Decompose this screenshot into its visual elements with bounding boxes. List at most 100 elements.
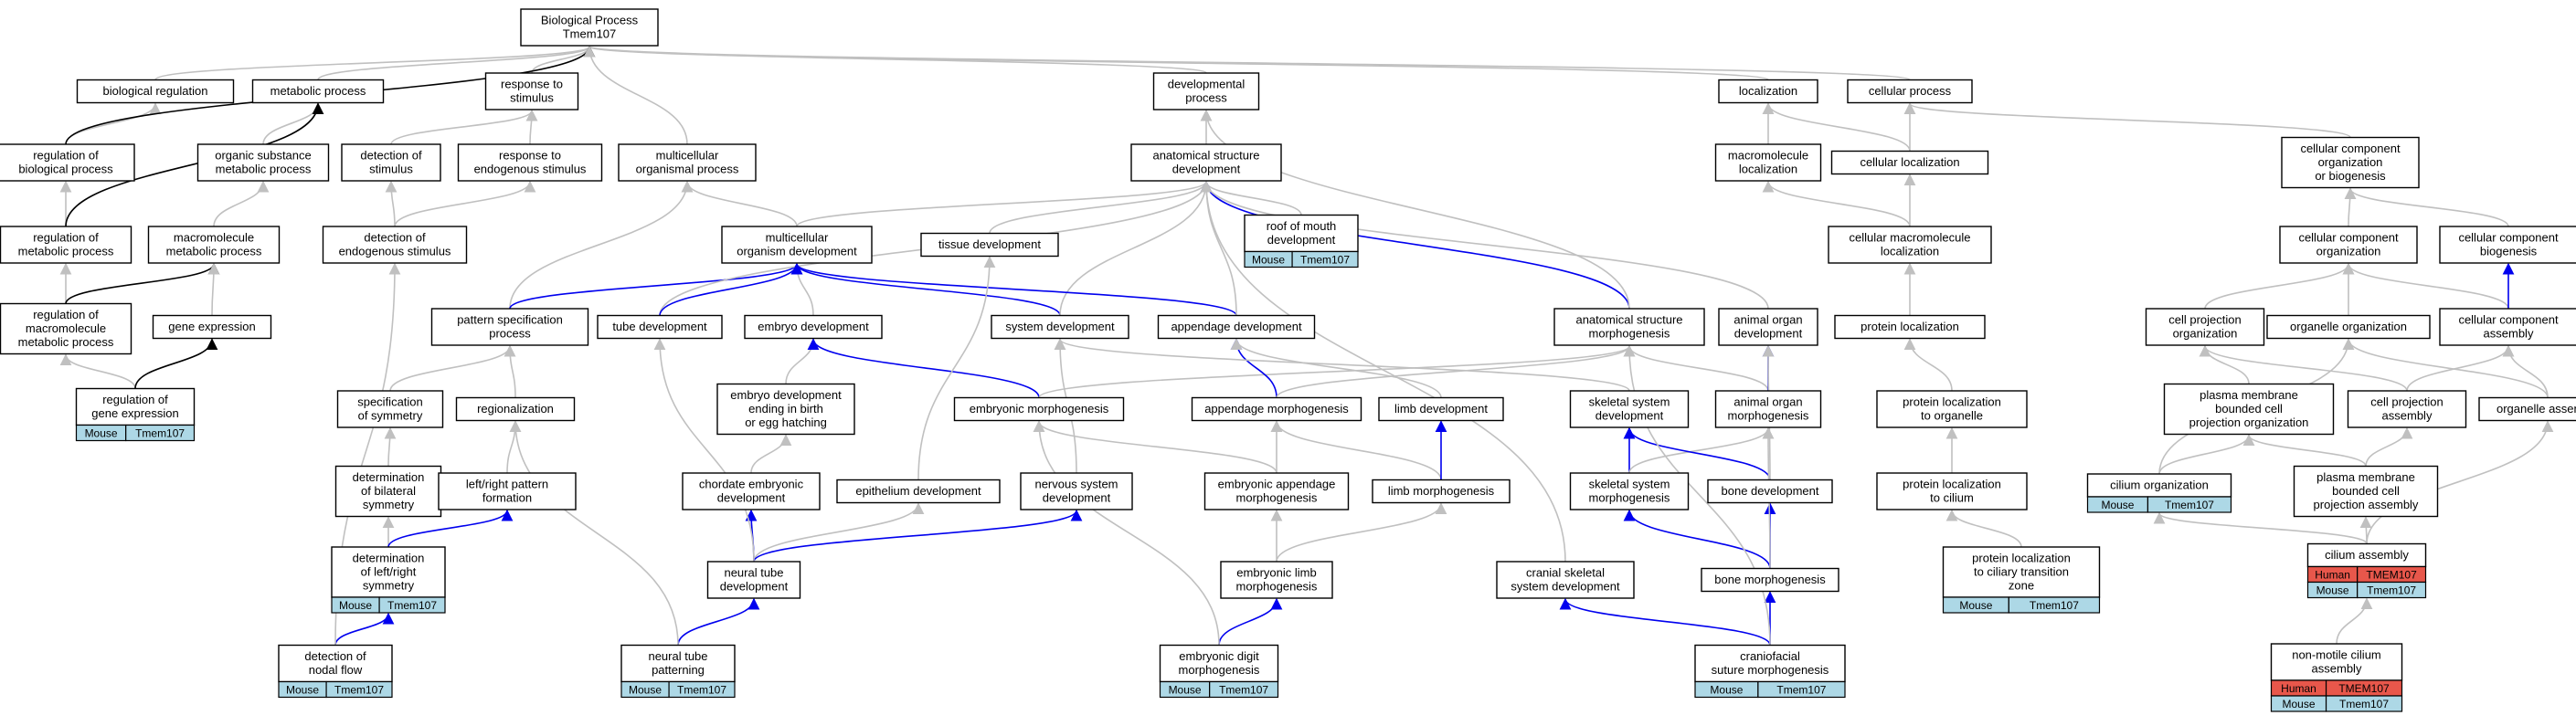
node-label: cell projection bbox=[2370, 395, 2443, 409]
node-organorg[interactable]: organelle organization bbox=[2266, 314, 2431, 340]
node-embryodev[interactable]: embryo development bbox=[744, 314, 883, 340]
node-label: animal organ bbox=[1733, 313, 1802, 327]
node-label: limb development bbox=[1394, 402, 1488, 416]
node-label: embryonic digit bbox=[1179, 649, 1259, 663]
node-cellloc[interactable]: cellular localization bbox=[1830, 150, 1989, 175]
node-appmorph[interactable]: appendage morphogenesis bbox=[1191, 396, 1362, 422]
edge-ciliumassem-to-ciliumorg bbox=[2153, 511, 2368, 545]
node-label: multicellular bbox=[766, 231, 829, 245]
edge-cellproc-to-bp bbox=[584, 45, 1911, 81]
node-organassem[interactable]: organelle assembly bbox=[2478, 396, 2576, 422]
node-appdev[interactable]: appendage development bbox=[1157, 314, 1316, 340]
node-label: morphogenesis bbox=[1179, 663, 1260, 677]
edge-limbdev-to-appdev bbox=[1230, 338, 1442, 398]
node-embmorph[interactable]: embryonic morphogenesis bbox=[953, 396, 1125, 422]
node-tissuedev[interactable]: tissue development bbox=[920, 232, 1059, 258]
node-bonemorph[interactable]: bone morphogenesis bbox=[1701, 567, 1839, 593]
node-cellproc[interactable]: cellular process bbox=[1847, 79, 1973, 104]
node-limbmorph[interactable]: limb morphogenesis bbox=[1372, 479, 1511, 504]
node-tubedev[interactable]: tube development bbox=[597, 314, 723, 340]
node-limbdev[interactable]: limb development bbox=[1378, 396, 1504, 422]
node-label: stimulus bbox=[369, 163, 413, 176]
node-box bbox=[2439, 308, 2576, 346]
edge-tissuedev-to-anatdev bbox=[989, 180, 1213, 234]
node-box bbox=[457, 143, 603, 182]
node-label: nervous system bbox=[1034, 478, 1118, 491]
node-label: cilium assembly bbox=[2325, 548, 2409, 562]
node-epidev[interactable]: epithelium development bbox=[836, 479, 1001, 504]
edge-lrpattern-to-regionaliz bbox=[506, 420, 522, 474]
node-local[interactable]: localization bbox=[1718, 79, 1818, 104]
node-label: localization bbox=[1739, 84, 1797, 98]
node-label: biological process bbox=[18, 163, 113, 176]
node-protloc[interactable]: protein localization bbox=[1834, 314, 1986, 340]
node-label: organic substance bbox=[215, 149, 312, 163]
node-bioreg[interactable]: biological regulation bbox=[76, 79, 235, 104]
node-geneexp[interactable]: gene expression bbox=[152, 314, 272, 340]
edge-anatmorph-to-anatdev bbox=[1200, 180, 1630, 310]
node-regionaliz[interactable]: regionalization bbox=[455, 396, 576, 422]
node-bonedev[interactable]: bone development bbox=[1707, 479, 1833, 504]
edge-animorgmorph-to-anatmorph bbox=[1623, 344, 1769, 392]
edge-cransuture-to-cranskeldev bbox=[1559, 597, 1771, 646]
node-label: gene expression bbox=[91, 406, 178, 420]
edge-appdev-to-multidev bbox=[790, 262, 1237, 316]
node-metab[interactable]: metabolic process bbox=[251, 79, 385, 104]
node-sysdev[interactable]: system development bbox=[991, 314, 1129, 340]
node-label: determination bbox=[353, 470, 425, 484]
